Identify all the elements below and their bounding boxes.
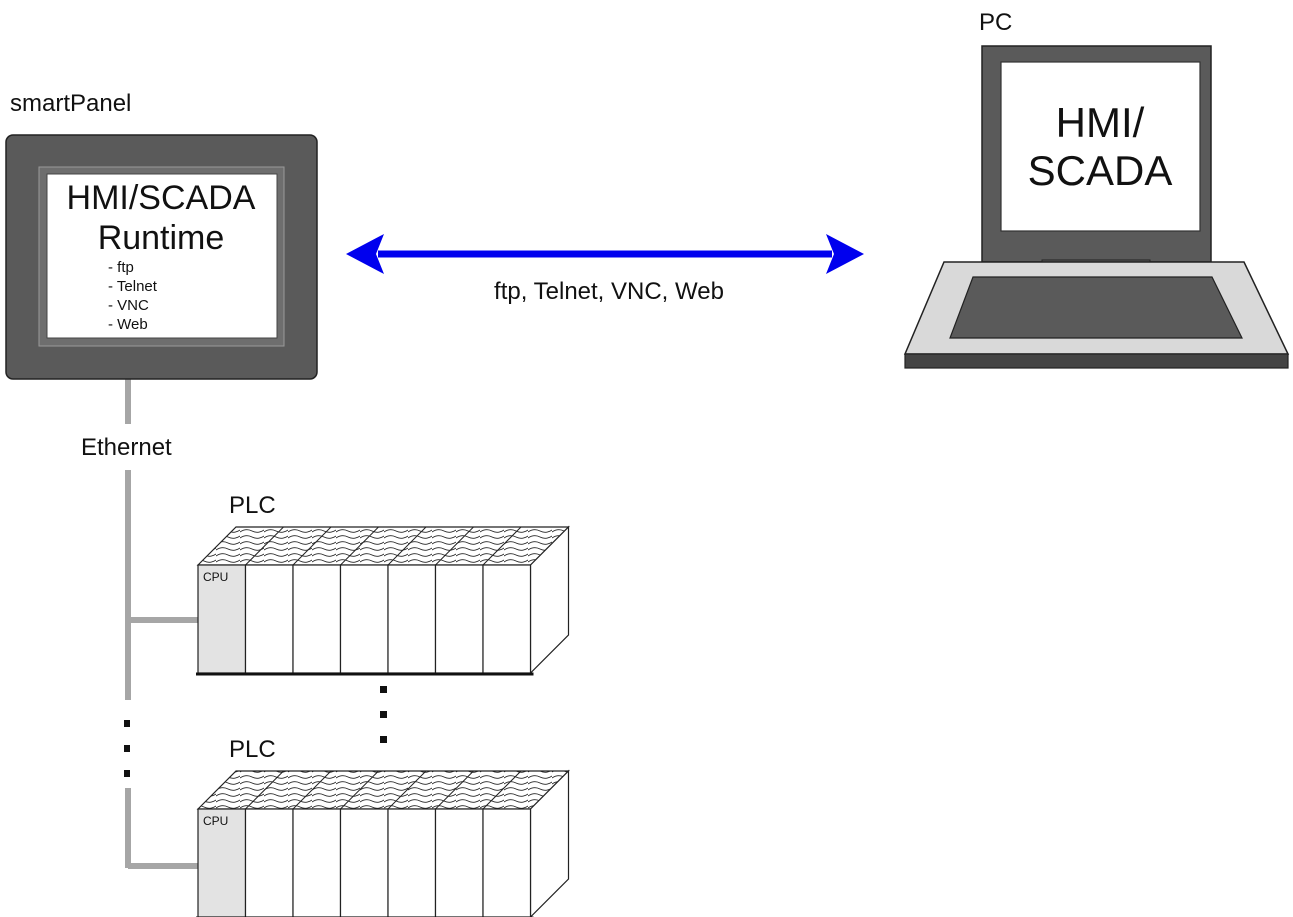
connection-label: ftp, Telnet, VNC, Web: [494, 278, 724, 305]
smartpanel-service-vnc: - VNC: [108, 297, 149, 314]
smartpanel-screen-title: HMI/SCADA: [67, 179, 256, 217]
plc-top-divider: [340, 526, 379, 566]
plc-top-divider: [387, 770, 427, 810]
plc-io-module: [434, 564, 484, 674]
smartpanel-screen: [46, 173, 278, 339]
smartpanel-screen-subtitle: Runtime: [98, 219, 225, 257]
plc-io-module: [482, 808, 532, 917]
plc-top-face: [196, 526, 570, 566]
arrow-head-right: [826, 234, 864, 274]
plc-rack-1: PLC CPU: [196, 492, 570, 676]
connection-arrow: [346, 234, 864, 274]
arrow-head-left: [346, 234, 384, 274]
pc-screen-title: HMI/: [1056, 99, 1145, 146]
smartpanel-service-ftp: - ftp: [108, 259, 134, 276]
pc-keyboard-area: [949, 276, 1243, 339]
smartpanel-device: HMI/SCADA Runtime - ftp - Telnet - VNC -…: [5, 134, 318, 380]
plc-cpu-label: CPU: [203, 814, 228, 828]
plc-io-module: [244, 808, 294, 917]
pc-base-front: [904, 353, 1289, 369]
plc-io-module: [387, 564, 437, 674]
plc-label: PLC: [229, 492, 276, 519]
smartpanel-service-web: - Web: [108, 316, 148, 333]
plc-top-divider: [340, 770, 379, 810]
plc-io-module: [339, 808, 389, 917]
plc-top-divider: [435, 526, 474, 566]
pc-screen-subtitle: SCADA: [1028, 147, 1173, 194]
plc-top-face: [196, 770, 570, 810]
plc-top-divider: [482, 526, 522, 566]
plc-top-divider: [435, 770, 474, 810]
plc-top-divider: [245, 526, 284, 566]
ethernet-label: Ethernet: [81, 434, 172, 461]
plc-ellipsis: [380, 686, 387, 743]
plc-io-module: [292, 564, 342, 674]
plc-io-module: [339, 564, 389, 674]
plc-top-divider: [292, 770, 332, 810]
plc-top-divider: [245, 770, 284, 810]
plc-top-divider: [292, 526, 332, 566]
plc-label: PLC: [229, 736, 276, 763]
plc-io-module: [482, 564, 532, 674]
plc-rack-2: PLC CPU: [196, 736, 570, 917]
ethernet-bus: [125, 378, 198, 869]
plc-top-divider: [482, 770, 522, 810]
plc-top-divider: [387, 526, 427, 566]
plc-io-module: [292, 808, 342, 917]
pc-screen: [1000, 61, 1201, 232]
smartpanel-label: smartPanel: [10, 90, 131, 117]
smartpanel-service-telnet: - Telnet: [108, 278, 158, 295]
plc-io-module: [434, 808, 484, 917]
plc-cpu-module: [197, 808, 247, 917]
pc-laptop: HMI/ SCADA: [903, 45, 1290, 369]
ethernet-ellipsis: [124, 720, 130, 777]
plc-cpu-label: CPU: [203, 570, 228, 584]
plc-io-module: [244, 564, 294, 674]
pc-label: PC: [979, 9, 1012, 36]
plc-io-module: [387, 808, 437, 917]
